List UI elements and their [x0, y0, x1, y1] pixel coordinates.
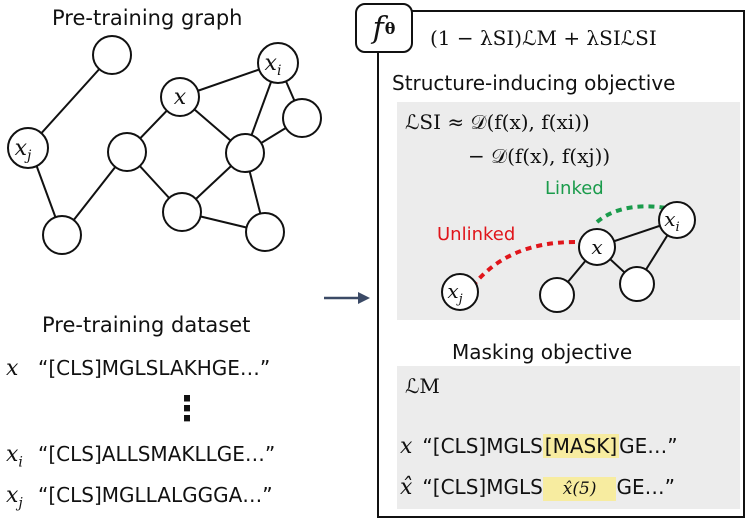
ellipsis-vertical: ⋮: [170, 389, 204, 429]
graph-node-xi: [257, 42, 299, 84]
masked-row: x “[CLS]MGLS[MASK]GE…”: [400, 434, 678, 459]
graph-node: [162, 192, 202, 232]
si-node: [619, 266, 655, 302]
si-label-x: x: [591, 235, 602, 259]
sequence-row: xj “[CLS]MGLLALGGGA…”: [6, 483, 273, 511]
mask-token: [MASK]: [542, 434, 620, 458]
node-label-xj: x: [15, 136, 28, 161]
masked-prefix: “[CLS]MGLS: [422, 434, 543, 458]
seq-var: xj: [6, 483, 23, 512]
masked-row-var: x: [400, 434, 413, 459]
si-node-x: [578, 228, 616, 266]
seq-var: x: [6, 356, 19, 381]
si-label-xj: x: [447, 279, 458, 303]
si-node: [539, 277, 575, 313]
seq-text: “[CLS]MGLSLAKHGE…”: [38, 356, 271, 380]
si-graph: x xi xj: [441, 201, 696, 313]
si-label-xi-sub: i: [676, 220, 680, 235]
si-title: Structure-inducing objective: [392, 71, 676, 95]
graph-title: Pre-training graph: [52, 6, 243, 30]
graph-node: [107, 132, 147, 172]
pred-row-var: x̂: [400, 475, 413, 500]
sequence-row: xi “[CLS]ALLSMAKLLGE…”: [6, 442, 275, 470]
loss-formula: (1 − λSI)ℒM + λSIℒSI: [430, 26, 657, 50]
seq-text: “[CLS]MGLLALGGGA…”: [38, 483, 273, 507]
node-label-x: x: [174, 85, 187, 110]
unlinked-label: Unlinked: [437, 224, 516, 245]
dataset-title: Pre-training dataset: [42, 313, 251, 337]
graph-node: [245, 212, 285, 252]
model-symbol: f: [372, 10, 384, 46]
svg-text:xi: xi: [265, 51, 282, 79]
si-formula-line2: − 𝒟(f(x), f(xj)): [468, 144, 611, 168]
svg-text:xi: xi: [664, 207, 679, 235]
node-label-xi: x: [265, 51, 278, 76]
graph-node-xj: [7, 127, 49, 169]
si-label-xj-sub: j: [456, 292, 463, 307]
node-label-xj-sub: j: [24, 148, 32, 164]
si-node-xj: [441, 273, 479, 311]
seq-text: “[CLS]ALLSMAKLLGE…”: [38, 442, 276, 466]
node-label-xi-sub: i: [277, 63, 281, 79]
graph-node: [92, 35, 132, 75]
model-panel: [377, 10, 745, 518]
model-sub: θ: [384, 18, 396, 38]
graph-node: [42, 215, 82, 255]
linked-label: Linked: [545, 178, 604, 199]
masking-title: Masking objective: [452, 340, 633, 364]
pretraining-graph: x xi xj: [7, 35, 322, 255]
si-node-xi: [658, 201, 696, 239]
si-label-xi: x: [664, 207, 675, 231]
masking-loss: ℒM: [405, 374, 440, 398]
masked-suffix: GE…”: [619, 434, 678, 458]
svg-text:xj: xj: [15, 136, 32, 164]
pred-token: x̂(5): [542, 477, 617, 501]
graph-node: [282, 98, 322, 138]
si-formula-line1: ℒSI ≈ 𝒟(f(x), f(xi)): [405, 110, 590, 134]
pred-suffix: GE…”: [616, 475, 675, 499]
unlinked-edge: [470, 240, 576, 289]
sequence-row: x “[CLS]MGLSLAKHGE…”: [6, 356, 270, 381]
pred-prefix: “[CLS]MGLS: [422, 475, 543, 499]
graph-node-x: [160, 77, 200, 117]
graph-node: [225, 133, 265, 173]
seq-var: xi: [6, 442, 23, 471]
svg-text:xj: xj: [447, 279, 462, 307]
flow-arrow: [324, 292, 370, 304]
